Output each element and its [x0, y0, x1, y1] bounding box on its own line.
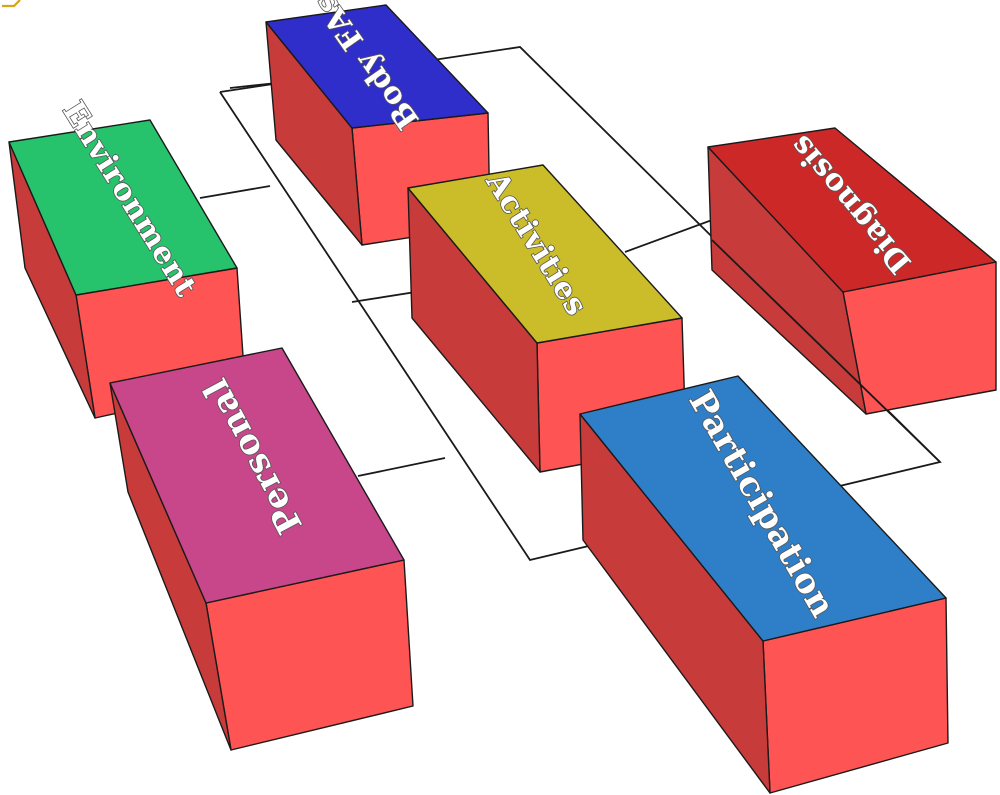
activities-top-face [407, 164, 683, 344]
participation-top-face [579, 375, 947, 642]
block-personal: Personal [109, 347, 414, 751]
body-fas-top-face [265, 4, 489, 129]
personal-top-face [109, 347, 405, 604]
diagnosis-top-face [707, 127, 997, 293]
block-diagnosis: Diagnosis [707, 127, 997, 415]
environment-connector [199, 185, 271, 199]
block-activities: Activities [407, 164, 687, 473]
environment-top-face [8, 119, 238, 296]
block-participation: Participation [579, 375, 949, 794]
personal-connector [357, 457, 446, 477]
corner-accent-mark [2, 0, 21, 8]
diagnosis-frame-overlay [711, 239, 941, 463]
